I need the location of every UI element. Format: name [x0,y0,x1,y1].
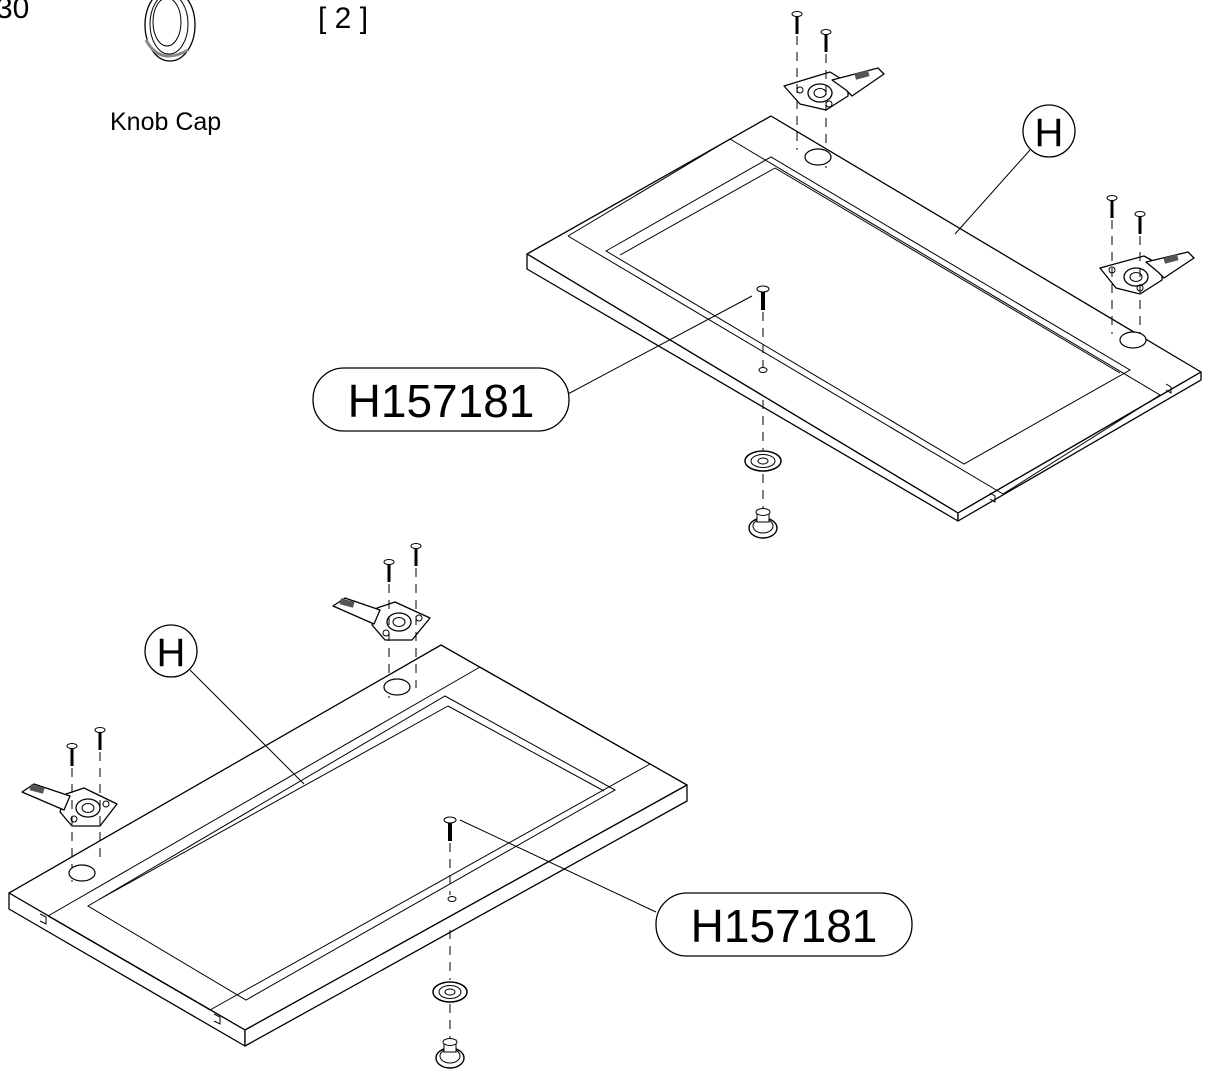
knob-cap-icon [144,0,196,62]
lower-panel-callout-circle [144,624,198,678]
lower-hinge-top-screws-icon [383,543,422,698]
lower-knob-screw-icon [443,816,457,980]
upper-knob-cap-icon [744,450,782,472]
upper-panel-leader-line [954,149,1031,235]
lower-panel-letter: H [157,631,186,675]
upper-hinge-left-icon [783,67,885,111]
lower-screw-code: H157181 [691,900,878,952]
lower-door-panel [8,644,688,1047]
lower-panel-leader-line [189,669,305,785]
part-number-fragment: 30 [0,0,29,25]
quantity-label: [ 2 ] [318,2,368,35]
lower-knob-cap-icon [432,981,468,1003]
lower-hinge-left-icon [21,783,118,827]
knob-cap-label: Knob Cap [110,108,221,136]
upper-knob-screw-icon [756,285,770,450]
lower-hinge-left-screws-icon [66,727,106,882]
upper-panel-letter: H [1035,111,1064,155]
lower-screw-callout-box [655,892,913,957]
upper-door-panel [526,115,1202,522]
lower-knob-icon [435,1038,465,1069]
upper-hinge-right-icon [1099,251,1195,295]
upper-screw-code: H157181 [348,375,535,427]
upper-hinge-right-screws-icon [1106,195,1147,349]
upper-screw-callout-box [312,367,570,432]
upper-hinge-left-screws-icon [791,11,832,168]
upper-panel-callout-circle [1022,104,1076,158]
upper-screw-leader-line [565,295,753,396]
lower-hinge-top-icon [332,597,431,641]
lower-screw-leader-line [459,819,657,913]
upper-knob-icon [748,508,778,539]
